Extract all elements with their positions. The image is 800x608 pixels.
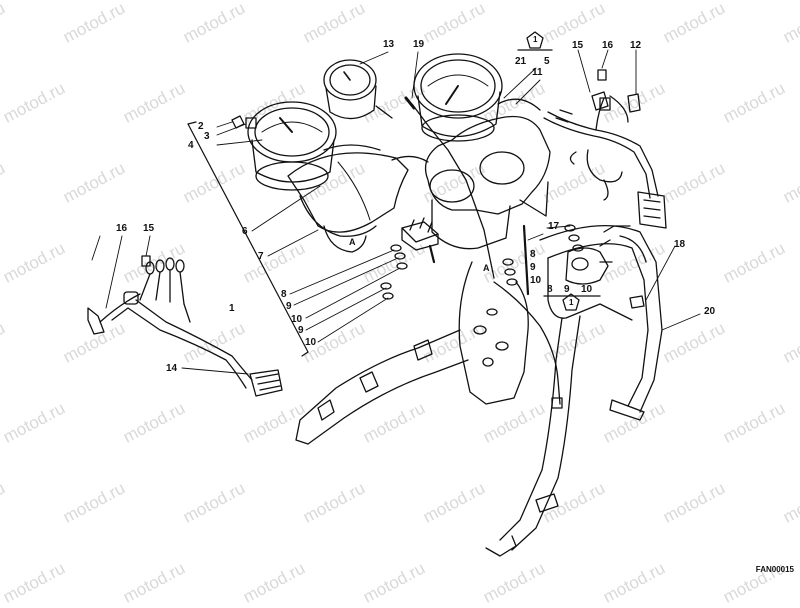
callout-14: 14 bbox=[166, 363, 178, 374]
callout-9: 9 bbox=[564, 284, 570, 295]
callout-20: 20 bbox=[704, 306, 716, 317]
callout-19: 19 bbox=[413, 39, 425, 50]
pentagon-mid-number: 1 bbox=[569, 298, 574, 307]
speedometer-gauge bbox=[413, 53, 503, 142]
lead-connector bbox=[551, 397, 563, 409]
callout-2: 2 bbox=[198, 121, 204, 132]
tacho-fixing-screws bbox=[231, 115, 257, 129]
callout-21: 21 bbox=[515, 56, 527, 67]
nut-18 bbox=[629, 295, 645, 309]
callout-8: 8 bbox=[281, 289, 287, 300]
callout-6: 6 bbox=[242, 226, 248, 237]
drawing-code: FAN00015 bbox=[755, 565, 794, 574]
callout-9: 9 bbox=[286, 301, 292, 312]
callout-16: 16 bbox=[602, 40, 614, 51]
callout-3: 3 bbox=[204, 131, 210, 142]
callout-18: 18 bbox=[674, 239, 686, 250]
callout-9: 9 bbox=[298, 325, 304, 336]
callout-4: 4 bbox=[188, 140, 194, 151]
lower-mounting-arm bbox=[295, 329, 469, 445]
callout-7: 7 bbox=[258, 251, 264, 262]
callout-leaders bbox=[91, 49, 701, 375]
small-temperature-gauge bbox=[323, 59, 393, 120]
pentagon-top-number: 1 bbox=[533, 35, 538, 44]
reference-pentagon-mid bbox=[543, 293, 601, 311]
reference-pentagon-top bbox=[517, 31, 553, 51]
callout-13: 13 bbox=[383, 39, 395, 50]
instrument-bracket bbox=[287, 144, 409, 253]
callout-5: 5 bbox=[544, 56, 550, 67]
callout-8: 8 bbox=[530, 249, 536, 260]
callout-9: 9 bbox=[530, 262, 536, 273]
ignition-switch-unit bbox=[565, 247, 613, 285]
instrument-housing bbox=[391, 115, 551, 250]
reference-letter-a: A bbox=[349, 237, 356, 247]
callout-17: 17 bbox=[548, 221, 560, 232]
callout-10: 10 bbox=[291, 314, 303, 325]
callout-11: 11 bbox=[532, 67, 543, 78]
group-bracket-line bbox=[187, 123, 309, 353]
callout-16: 16 bbox=[116, 223, 128, 234]
callout-10: 10 bbox=[581, 284, 593, 295]
callout-10: 10 bbox=[530, 275, 542, 286]
callout-15: 15 bbox=[572, 40, 584, 51]
tachometer-gauge bbox=[247, 101, 337, 191]
warning-light-harness bbox=[87, 255, 283, 397]
washer-stack-left bbox=[380, 244, 436, 300]
callout-1: 1 bbox=[229, 303, 235, 314]
reference-letter-a: A bbox=[483, 263, 490, 273]
callout-10: 10 bbox=[305, 337, 317, 348]
headlight-support-frame bbox=[458, 225, 663, 557]
callout-8: 8 bbox=[547, 284, 553, 295]
washer-stack-right bbox=[502, 224, 584, 296]
speedo-cable bbox=[411, 103, 495, 279]
callout-15: 15 bbox=[143, 223, 155, 234]
bulb-holder-group bbox=[591, 91, 641, 113]
wiring-connector-block bbox=[401, 217, 439, 251]
dashboard-wiring-harness bbox=[497, 69, 667, 229]
switch-lead bbox=[493, 281, 561, 405]
callout-12: 12 bbox=[630, 40, 642, 51]
